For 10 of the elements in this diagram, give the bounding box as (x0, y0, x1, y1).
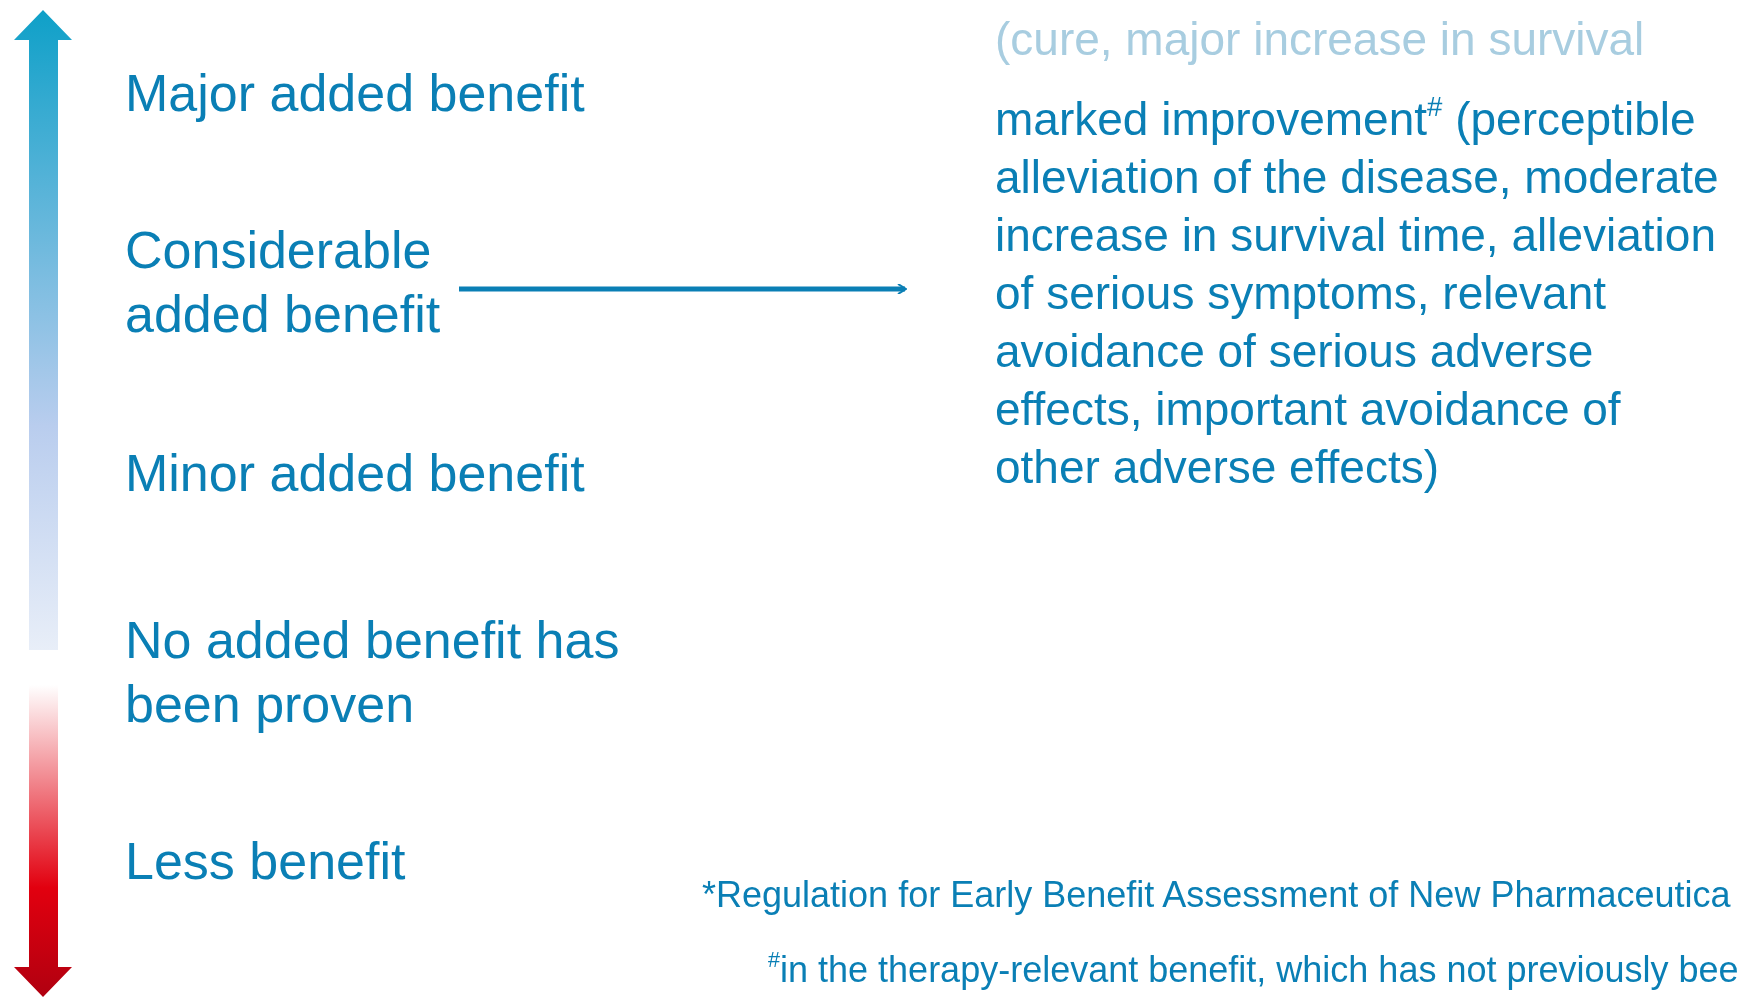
description-text: marked improvement$^{#}$ (perceptible alleviation of the disease, moderate increase in survival time, alleviation of serious symptoms, relevant avoidance of serious adverse effects, important avoidance of other adverse effects) (905, 90, 1725, 496)
faded-text: (cure, major increase in survival (995, 12, 1645, 67)
scale-label: Less benefit (125, 831, 406, 892)
footnote: *Regulation for Early Benefit Assessment of New Pharmaceutica (702, 873, 1731, 917)
benefit-label: Considerable added benefit (125, 218, 455, 346)
scale-label: Major added benefit (125, 63, 585, 124)
arrow (459, 283, 907, 295)
scale-label: Minor added benefit (125, 443, 585, 504)
footnote: $^{#}$in the therapy-relevant benefit, which has not previously bee (768, 948, 1739, 992)
scale-label: No added benefit has been proven (125, 610, 621, 735)
